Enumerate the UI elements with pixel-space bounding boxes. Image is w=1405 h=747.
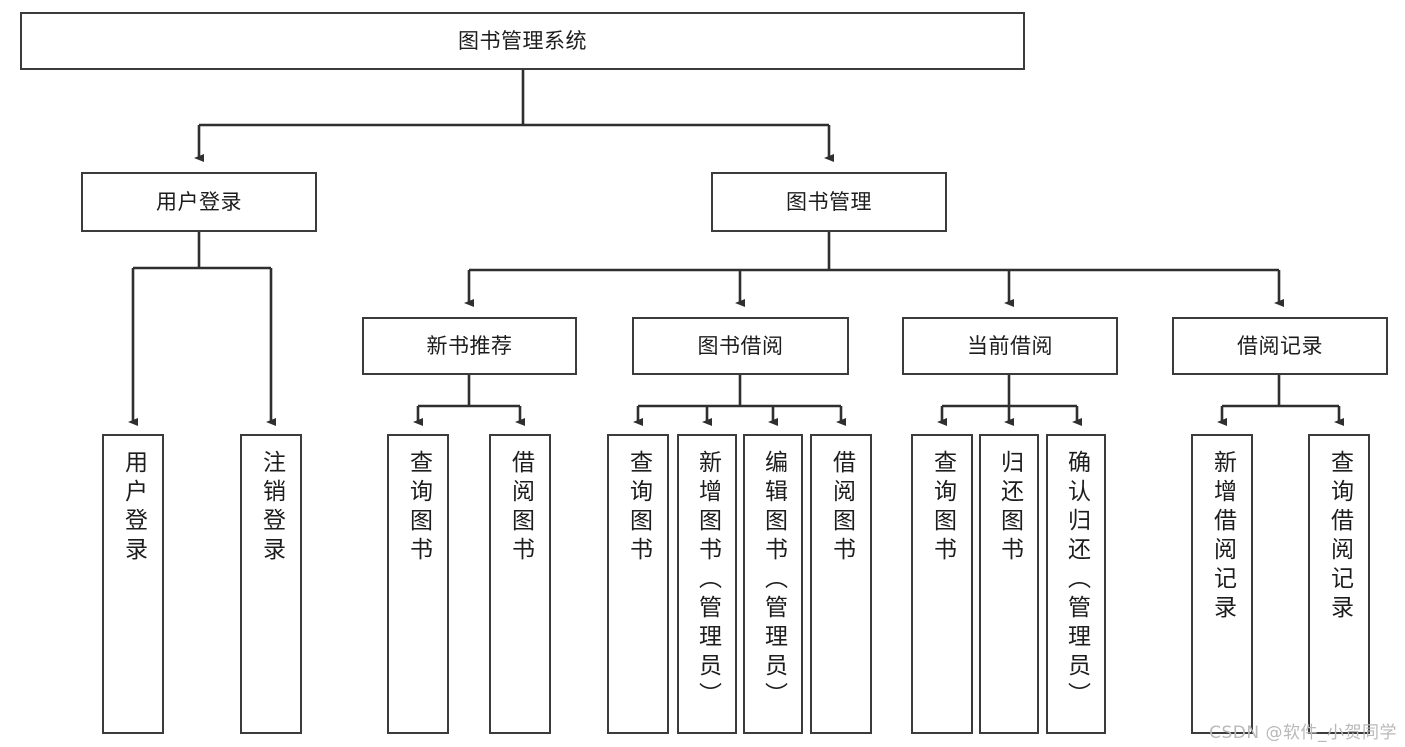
node-borrow-record-label: 借阅记录	[1237, 333, 1323, 358]
node-leaf-confirm-return[interactable]: 确认归还（管理员）	[1046, 434, 1106, 734]
node-current-borrow[interactable]: 当前借阅	[902, 317, 1118, 375]
node-leaf-add-book[interactable]: 新增图书（管理员）	[677, 434, 737, 734]
node-leaf-logout[interactable]: 注销登录	[240, 434, 302, 734]
node-leaf-query-book-2[interactable]: 查询图书	[607, 434, 669, 734]
node-book-manage-label: 图书管理	[786, 189, 872, 214]
node-leaf-borrow-book-2[interactable]: 借阅图书	[810, 434, 872, 734]
node-new-book-rec[interactable]: 新书推荐	[362, 317, 577, 375]
node-leaf-borrow-book-1[interactable]: 借阅图书	[489, 434, 551, 734]
node-leaf-add-book-label: 新增图书（管理员）	[694, 450, 721, 711]
node-leaf-logout-label: 注销登录	[258, 450, 285, 566]
node-leaf-borrow-book-1-label: 借阅图书	[507, 450, 534, 566]
node-leaf-edit-book[interactable]: 编辑图书（管理员）	[743, 434, 803, 734]
node-root[interactable]: 图书管理系统	[20, 12, 1025, 70]
node-borrow-record[interactable]: 借阅记录	[1172, 317, 1388, 375]
node-leaf-query-book-3-label: 查询图书	[929, 450, 956, 566]
node-leaf-query-book-1-label: 查询图书	[405, 450, 432, 566]
node-leaf-query-record[interactable]: 查询借阅记录	[1308, 434, 1370, 734]
node-leaf-borrow-book-2-label: 借阅图书	[828, 450, 855, 566]
node-new-book-rec-label: 新书推荐	[426, 333, 513, 358]
node-leaf-add-record[interactable]: 新增借阅记录	[1191, 434, 1253, 734]
node-user-login[interactable]: 用户登录	[81, 172, 317, 232]
node-leaf-return-book[interactable]: 归还图书	[979, 434, 1039, 734]
node-book-borrow-label: 图书借阅	[697, 333, 784, 358]
node-current-borrow-label: 当前借阅	[967, 333, 1053, 358]
node-book-manage[interactable]: 图书管理	[711, 172, 947, 232]
node-leaf-user-login[interactable]: 用户登录	[102, 434, 164, 734]
node-user-login-label: 用户登录	[156, 189, 242, 214]
node-leaf-query-book-3[interactable]: 查询图书	[911, 434, 973, 734]
node-leaf-query-book-1[interactable]: 查询图书	[387, 434, 449, 734]
node-leaf-return-book-label: 归还图书	[996, 450, 1023, 566]
node-leaf-add-record-label: 新增借阅记录	[1209, 450, 1236, 624]
node-leaf-user-login-label: 用户登录	[120, 450, 147, 566]
node-book-borrow[interactable]: 图书借阅	[632, 317, 849, 375]
node-leaf-query-book-2-label: 查询图书	[625, 450, 652, 566]
node-root-label: 图书管理系统	[458, 28, 587, 53]
node-leaf-confirm-return-label: 确认归还（管理员）	[1063, 450, 1090, 711]
node-leaf-edit-book-label: 编辑图书（管理员）	[760, 450, 787, 711]
node-leaf-query-record-label: 查询借阅记录	[1326, 450, 1353, 624]
